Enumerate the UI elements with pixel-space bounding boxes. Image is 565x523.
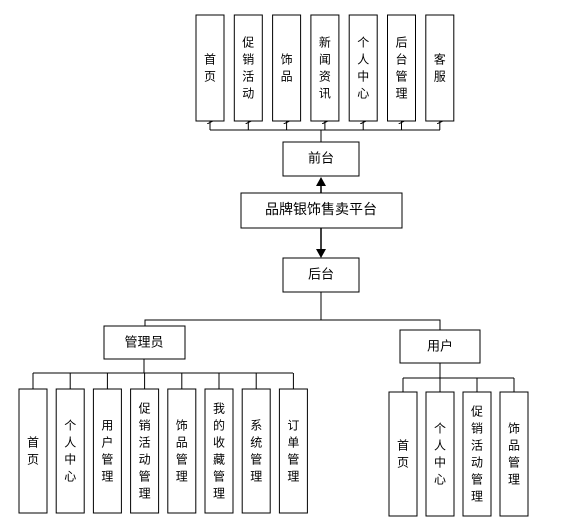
- user-label: 用户: [427, 339, 453, 355]
- front-module-0: 首页: [195, 14, 225, 130]
- user-module-label: 首页: [397, 439, 409, 470]
- admin-module-0: 首页: [18, 373, 48, 514]
- user-module-2: 促销活动管理: [462, 378, 492, 517]
- admin-module-5: 我的收藏管理: [204, 373, 234, 514]
- admin-module-label: 我的收藏管理: [213, 402, 225, 501]
- front-module-label: 客服: [434, 52, 446, 84]
- admin-module-3: 促销活动管理: [130, 373, 160, 514]
- user-module-1: 个人中心: [425, 378, 455, 517]
- platform-node: 品牌银饰售卖平台: [240, 192, 403, 229]
- front-module-list: 首页 促销活动 饰品 新闻资讯 个人中心 后台管理 客服: [195, 14, 455, 130]
- admin-module-7: 订单管理: [278, 373, 308, 514]
- user-node: 用户: [399, 329, 481, 364]
- front-module-6: 客服: [425, 14, 455, 130]
- back-node: 后台: [282, 257, 360, 293]
- front-module-label: 新闻资讯: [319, 35, 331, 101]
- arrow-down-icon: [316, 249, 326, 258]
- front-module-4: 个人中心: [348, 14, 378, 130]
- user-module-3: 饰品管理: [499, 378, 529, 517]
- admin-label: 管理员: [124, 336, 163, 351]
- front-module-label: 饰品: [281, 53, 293, 84]
- user-module-0: 首页: [388, 378, 418, 517]
- user-module-label: 饰品管理: [508, 422, 520, 487]
- admin-module-4: 饰品管理: [167, 373, 197, 514]
- front-module-5: 后台管理: [387, 14, 416, 130]
- front-module-label: 后台管理: [395, 36, 407, 101]
- admin-module-6: 系统管理: [241, 373, 271, 514]
- front-module-label: 个人中心: [357, 36, 369, 101]
- admin-module-list: 首页 个人中心 用户管理 促销活动管理 饰品管理 我的收藏管理 系统管理 订单管理: [18, 373, 308, 514]
- admin-module-label: 个人中心: [64, 419, 76, 484]
- front-module-1: 促销活动: [233, 14, 263, 130]
- platform-label: 品牌银饰售卖平台: [265, 201, 377, 218]
- arrow-up-icon: [316, 177, 326, 186]
- admin-module-1: 个人中心: [55, 373, 85, 514]
- user-module-label: 促销活动管理: [471, 405, 483, 504]
- user-module-label: 个人中心: [434, 422, 446, 487]
- front-module-label: 促销活动: [242, 36, 254, 101]
- front-label: 前台: [308, 151, 334, 167]
- admin-module-label: 订单管理: [287, 419, 299, 484]
- admin-module-label: 促销活动管理: [139, 402, 151, 501]
- back-label: 后台: [308, 268, 334, 283]
- admin-node: 管理员: [103, 325, 186, 360]
- user-module-list: 首页 个人中心 促销活动管理 饰品管理: [388, 378, 529, 517]
- admin-module-label: 系统管理: [250, 419, 262, 484]
- admin-module-2: 用户管理: [92, 373, 122, 514]
- admin-module-label: 首页: [27, 436, 39, 467]
- front-module-2: 饰品: [272, 14, 302, 130]
- admin-module-label: 饰品管理: [176, 419, 188, 484]
- front-module-3: 新闻资讯: [310, 14, 340, 130]
- front-node: 前台: [282, 141, 360, 177]
- admin-module-label: 用户管理: [101, 419, 113, 484]
- front-module-label: 首页: [204, 53, 216, 84]
